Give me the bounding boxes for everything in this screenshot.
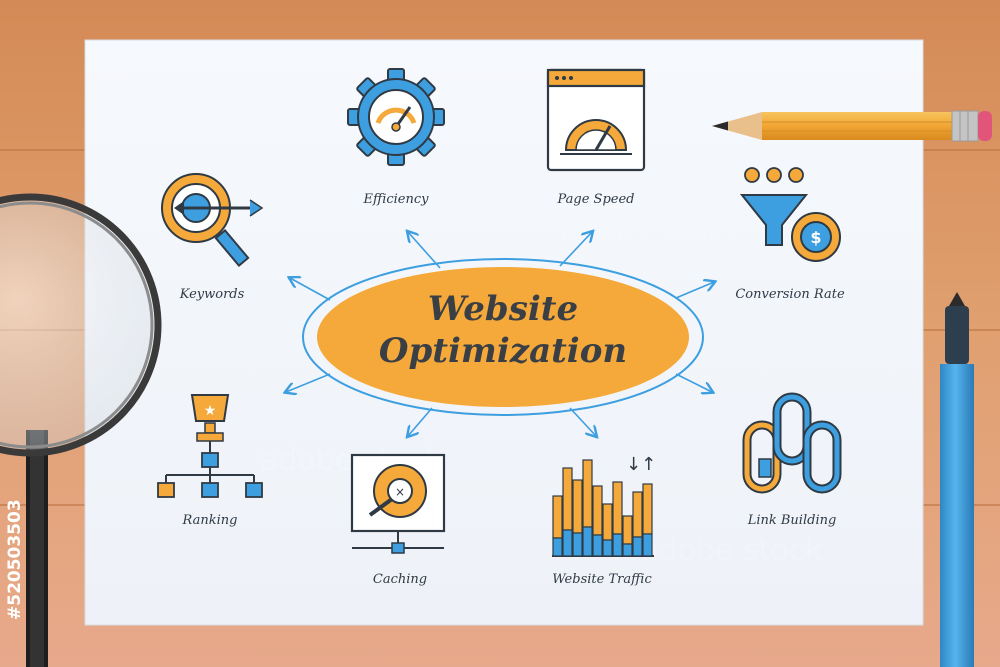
arrow-to-keywords — [290, 278, 331, 301]
conversion-rate-funnel-icon: $ — [739, 167, 841, 262]
arrow-to-website-traffic — [569, 407, 596, 436]
page-speed-browser-icon — [546, 68, 646, 172]
traffic-bar-orange — [632, 491, 643, 538]
magnifying-glass-icon: #520503503 — [0, 193, 162, 667]
traffic-bar-blue — [562, 529, 573, 557]
stock-id-label: #520503503 — [5, 499, 25, 620]
pencil-icon — [712, 110, 992, 142]
traffic-bar-blue — [622, 543, 633, 557]
traffic-bar-orange — [602, 503, 613, 541]
arrow-to-conversion-rate — [675, 282, 714, 299]
svg-text:★: ★ — [204, 403, 217, 419]
node-label-caching: Caching — [373, 572, 427, 587]
pen-icon — [940, 292, 974, 667]
node-label-website-traffic: Website Traffic — [552, 572, 652, 587]
traffic-bar-blue — [632, 536, 643, 557]
traffic-bar-orange — [582, 459, 593, 528]
traffic-bar-orange — [642, 483, 653, 535]
node-label-efficiency: Efficiency — [363, 192, 430, 207]
traffic-bar-orange — [572, 479, 583, 534]
traffic-bar-orange — [592, 485, 603, 536]
svg-text:adobe stock: adobe stock — [640, 533, 823, 568]
node-label-link-building: Link Building — [747, 513, 837, 528]
traffic-bar-orange — [562, 467, 573, 531]
arrow-to-link-building — [675, 373, 712, 392]
traffic-bar-blue — [612, 533, 623, 557]
traffic-bar-blue — [552, 537, 563, 557]
link-building-chain-icon — [742, 392, 842, 494]
svg-text:adobe stock: adobe stock — [560, 213, 743, 248]
node-label-keywords: Keywords — [179, 287, 245, 302]
traffic-bar-orange — [612, 481, 623, 535]
traffic-bar-orange — [622, 515, 633, 545]
diagram-title-line1: Website — [428, 289, 578, 329]
svg-text:$: $ — [810, 228, 821, 247]
node-label-conversion-rate: Conversion Rate — [735, 287, 845, 302]
arrow-to-caching — [408, 407, 433, 436]
traffic-bar-blue — [592, 534, 603, 557]
node-label-page-speed: Page Speed — [557, 192, 635, 207]
svg-text:×: × — [395, 485, 405, 499]
center-node: Website Optimization — [302, 258, 704, 416]
arrow-to-ranking — [286, 373, 331, 392]
node-label-ranking: Ranking — [182, 513, 238, 528]
diagram-title-line2: Optimization — [379, 331, 627, 371]
traffic-bar-blue — [602, 539, 613, 557]
arrow-to-efficiency — [408, 232, 441, 269]
connector-arrows — [286, 232, 714, 436]
traffic-bar-blue — [642, 533, 653, 557]
keywords-target-key-icon — [161, 173, 264, 268]
svg-text:↓↑: ↓↑ — [626, 454, 656, 475]
caching-disk-monitor-icon: × — [350, 453, 446, 554]
traffic-bar-blue — [572, 532, 583, 557]
traffic-bar-blue — [582, 526, 593, 557]
traffic-bar-orange — [552, 495, 563, 539]
efficiency-gear-icon — [347, 68, 445, 166]
website-traffic-bar-group — [552, 459, 653, 557]
ranking-trophy-hierarchy-icon: ★ — [157, 394, 263, 498]
arrow-to-page-speed — [559, 232, 592, 267]
